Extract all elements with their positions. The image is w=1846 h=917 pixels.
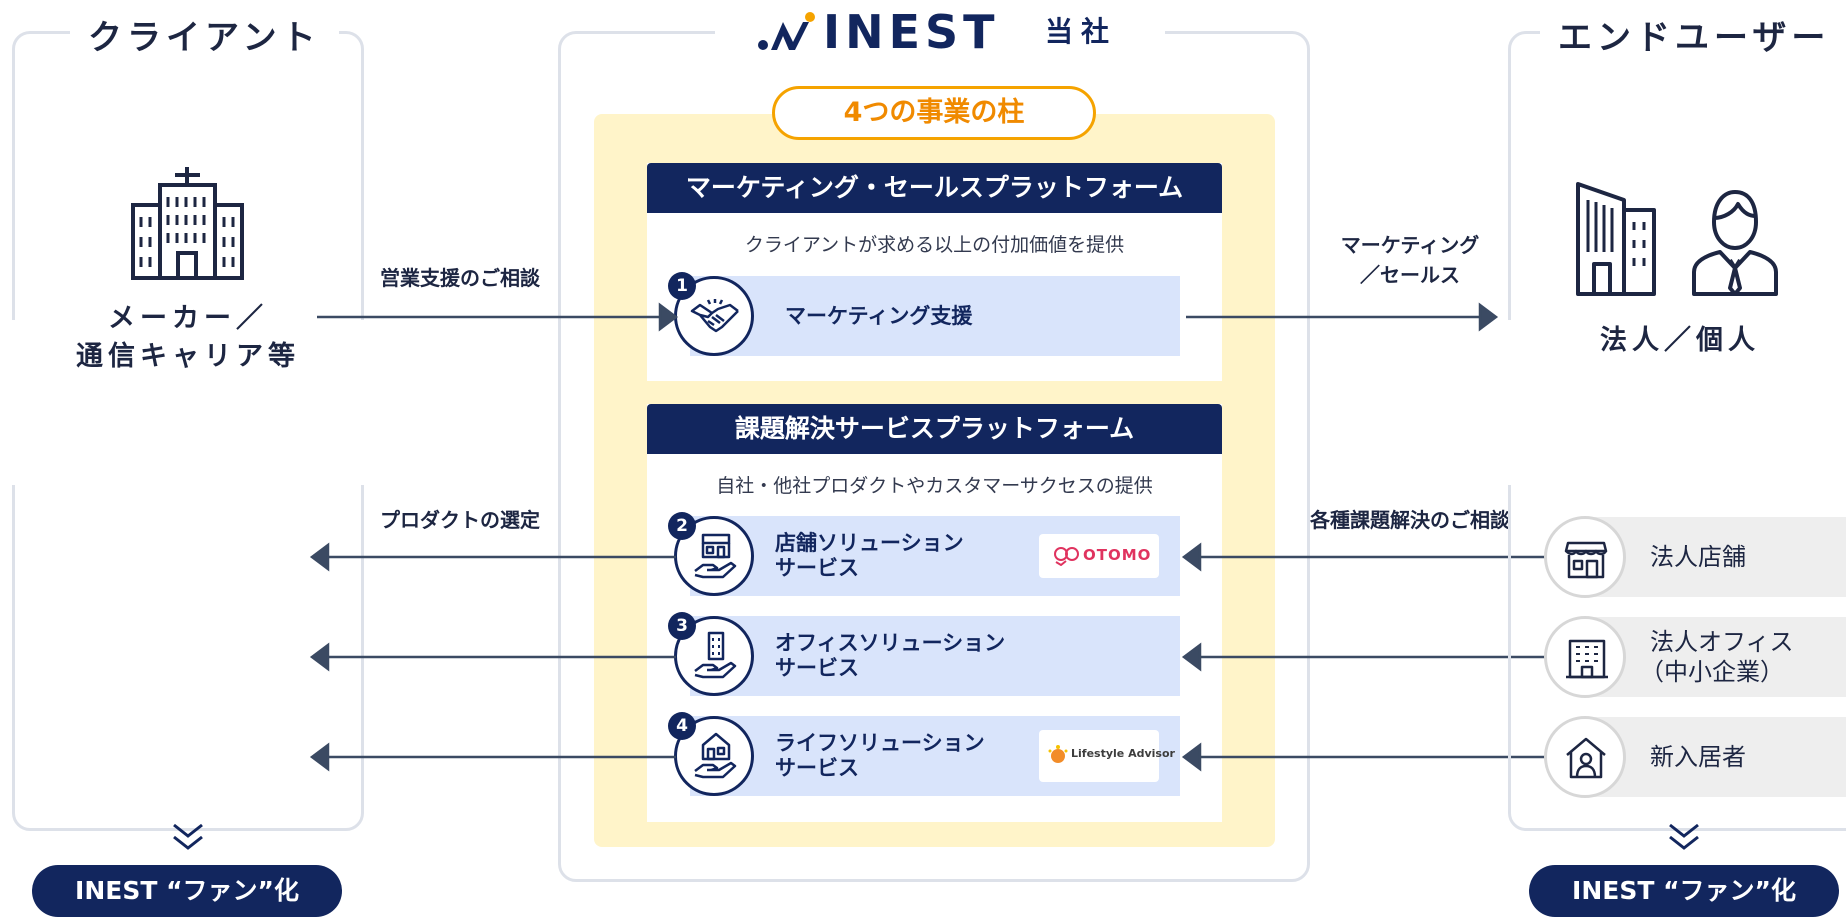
service-4-line1: ライフソリューション [775,731,985,755]
product-arrow-head-1 [309,542,330,572]
company-label: 当社 [1045,15,1118,48]
product-label: プロダクトの選定 [380,508,540,532]
service-1-name: マーケティング支援 [785,304,973,328]
service-1-circle [674,276,754,356]
issue-arrow-head-2 [1181,642,1202,672]
pillar-title: 4つの事業の柱 [772,86,1096,140]
service-3-card: オフィスソリューション サービス [690,616,1180,696]
segment-store-label: 法人店舗 [1650,543,1746,571]
client-name-line2: 通信キャリア等 [76,341,300,372]
office-hand-icon [694,631,737,679]
service-3-line1: オフィスソリューション [775,631,1006,655]
service-3-line2: サービス [775,656,859,680]
product-arrow-head-3 [309,742,330,772]
consult-label: 営業支援のご相談 [380,266,540,290]
consult-arrow-head [658,302,679,332]
inest-logo-mark [758,12,815,50]
store-hand-icon [694,533,737,579]
end-user-frame-gap [1495,320,1525,485]
marketing-platform-title: マーケティング・セールスプラットフォーム [647,163,1222,213]
service-4-line2: サービス [775,756,859,780]
service-4-card: ライフソリューション サービス Lifestyle Advisor [690,716,1180,796]
solution-platform-subtitle: 自社・他社プロダクトやカスタマーサクセスの提供 [716,475,1153,497]
service-2-line2: サービス [775,556,859,580]
chevron-down-icon [1669,823,1699,850]
end-user-fan-badge: INEST “ファン”化 [1529,865,1839,917]
marketing-platform-subtitle: クライアントが求める以上の付加価値を提供 [744,234,1125,256]
handshake-icon [690,299,739,333]
service-3-number: 3 [668,612,696,640]
lifestyle-advisor-logo: Lifestyle Advisor [1039,730,1175,782]
issues-label: 各種課題解決のご相談 [1310,508,1510,532]
client-title: クライアント [70,10,339,59]
segment-store-circle [1544,516,1626,598]
segment-office-row: 法人オフィス （中小企業） [1588,617,1846,697]
solution-platform-panel: 課題解決サービスプラットフォーム 自社・他社プロダクトやカスタマーサクセスの提供… [647,404,1222,822]
end-user-frame [1508,31,1846,831]
client-name-line1: メーカー／ [108,303,268,334]
person-icon [1692,190,1778,296]
segment-resident-circle [1544,716,1626,798]
lifestyle-advisor-logo-text: Lifestyle Advisor [1071,747,1175,760]
marketing-label-line1: マーケティング [1340,233,1480,257]
otomo-logo-text: OTOMO [1083,546,1152,564]
inest-logo-text: INEST [823,5,1000,59]
storefront-icon [1564,541,1608,579]
solution-platform-title: 課題解決サービスプラットフォーム [647,404,1222,454]
house-person-icon [1566,737,1606,779]
segment-office-label-line1: 法人オフィス [1650,628,1794,656]
product-arrow-head-2 [309,642,330,672]
segment-resident-row: 新入居者 [1588,717,1846,797]
otomo-logo: OTOMO [1039,534,1159,578]
office-building-icon [131,167,244,280]
lifestyle-advisor-logo-mark [1048,745,1068,763]
service-2-number: 2 [668,512,696,540]
marketing-label-line2: ／セールス [1360,263,1460,287]
chevron-down-icon [173,823,203,850]
office-icon [1566,639,1608,679]
company-header: INEST 当社 [715,0,1165,60]
segment-office-label-line2: （中小企業） [1640,658,1784,686]
house-hand-icon [694,732,737,779]
client-fan-badge: INEST “ファン”化 [32,865,342,917]
marketing-platform-panel: マーケティング・セールスプラットフォーム クライアントが求める以上の付加価値を提… [647,163,1222,381]
service-1-card: マーケティング支援 [690,276,1180,356]
otomo-logo-mark [1054,547,1079,566]
service-4-number: 4 [668,712,696,740]
end-user-title: エンドユーザー [1540,10,1846,59]
service-1-number: 1 [668,272,696,300]
end-user-name: 法人／個人 [1600,325,1760,356]
segment-office-circle [1544,616,1626,698]
segment-store-row: 法人店舗 [1588,517,1846,597]
issue-arrow-head-1 [1181,542,1202,572]
issue-arrow-head-3 [1181,742,1202,772]
client-frame-gap [0,320,380,485]
marketing-arrow-head [1478,302,1499,332]
service-2-line1: 店舗ソリューション [775,531,964,555]
segment-resident-label: 新入居者 [1650,743,1746,771]
service-2-card: 店舗ソリューション サービス OTOMO [690,516,1180,596]
corporate-building-icon [1576,182,1656,296]
